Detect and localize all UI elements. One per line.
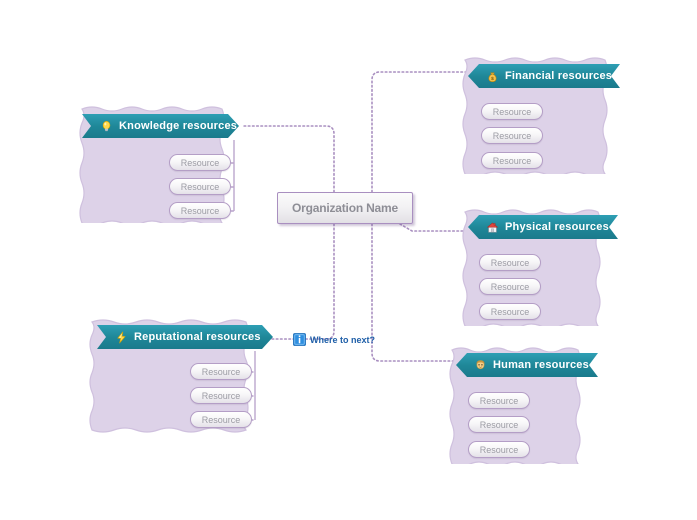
- banner-label: Financial resources: [505, 69, 613, 82]
- banner-financial[interactable]: $ Financial resources: [468, 64, 620, 88]
- svg-text:$: $: [491, 75, 494, 81]
- banner-label: Human resources: [493, 358, 589, 371]
- resource-pill[interactable]: Resource: [169, 202, 231, 219]
- where-to-next-note[interactable]: Where to next?: [293, 333, 375, 346]
- resource-pill[interactable]: Resource: [479, 278, 541, 295]
- banner-label: Physical resources: [505, 220, 609, 233]
- resource-pill[interactable]: Resource: [169, 178, 231, 195]
- banner-physical[interactable]: Physical resources: [468, 215, 618, 239]
- note-label: Where to next?: [310, 334, 376, 345]
- resource-pill[interactable]: Resource: [190, 411, 252, 428]
- resource-pill[interactable]: Resource: [479, 303, 541, 320]
- resource-pill[interactable]: Resource: [190, 387, 252, 404]
- resource-pill[interactable]: Resource: [468, 392, 530, 409]
- banner-label: Reputational resources: [134, 330, 261, 343]
- banner-reputational[interactable]: Reputational resources: [97, 325, 273, 349]
- money-bag-icon: $: [486, 70, 499, 83]
- resource-pill[interactable]: Resource: [468, 441, 530, 458]
- banner-human[interactable]: Human resources: [456, 353, 598, 377]
- banner-label: Knowledge resources: [119, 119, 238, 132]
- resource-pill[interactable]: Resource: [169, 154, 231, 171]
- connector-reputational: [269, 223, 335, 340]
- resource-pill[interactable]: Resource: [481, 152, 543, 169]
- connector-human: [371, 223, 455, 362]
- central-node[interactable]: Organization Name: [277, 192, 413, 224]
- person-icon: [474, 359, 487, 372]
- house-icon: [486, 221, 499, 234]
- info-icon: [293, 333, 306, 346]
- connector-knowledge: [241, 125, 335, 193]
- lightbulb-icon: [100, 120, 113, 133]
- connector-financial: [371, 71, 467, 193]
- resource-pill[interactable]: Resource: [479, 254, 541, 271]
- flash-icon: [115, 331, 128, 344]
- resource-pill[interactable]: Resource: [190, 363, 252, 380]
- resource-pill[interactable]: Resource: [481, 103, 543, 120]
- resource-pill[interactable]: Resource: [481, 127, 543, 144]
- resource-pill[interactable]: Resource: [468, 416, 530, 433]
- connector-physical: [399, 223, 467, 232]
- banner-knowledge[interactable]: Knowledge resources: [82, 114, 239, 138]
